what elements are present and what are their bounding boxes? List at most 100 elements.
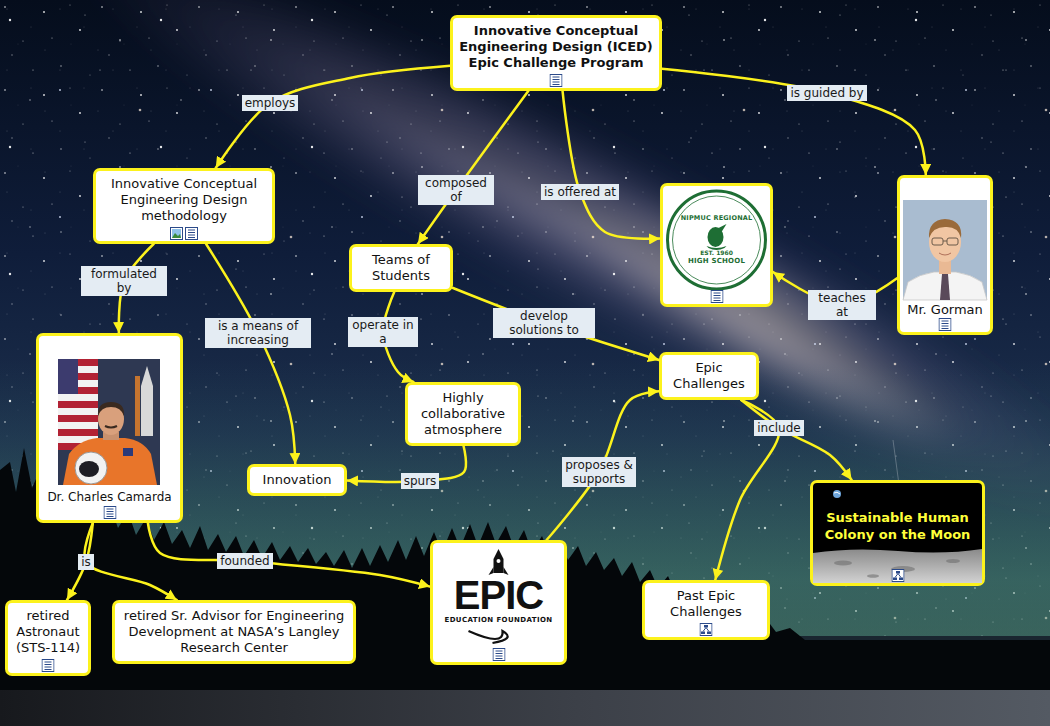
concept-text: retired Astronaut (STS-114) xyxy=(14,608,82,656)
glasses xyxy=(943,241,947,242)
crater xyxy=(946,559,960,563)
resource-icons xyxy=(891,569,904,582)
icon-frame xyxy=(550,75,562,87)
icon-line xyxy=(713,300,720,301)
teacher-photo-box: Mr. Gorman xyxy=(897,175,993,335)
concept-box: retired Astronaut (STS-114) xyxy=(5,600,91,676)
document-icon xyxy=(939,318,952,331)
icon-line xyxy=(713,295,720,296)
flag-stripe xyxy=(58,415,98,422)
linking-phrase: teaches at xyxy=(808,290,876,320)
concept-box: Innovative Conceptual Engineering Design… xyxy=(450,15,662,91)
glasses xyxy=(947,238,958,245)
hair xyxy=(98,402,124,416)
school-logo-box: NIPMUC REGIONAL EST. 1960HIGH SCHOOL xyxy=(660,183,773,307)
icon-line xyxy=(942,326,949,327)
neck xyxy=(939,260,951,274)
icon-link xyxy=(895,574,901,578)
crater xyxy=(867,574,879,578)
icon-frame xyxy=(171,228,183,240)
foundation-logo-box: EPICEDUCATION FOUNDATION xyxy=(430,540,567,665)
logo-text: HIGH SCHOOL xyxy=(663,257,770,266)
image-icon xyxy=(170,227,183,240)
seal-feather xyxy=(719,224,727,232)
face xyxy=(98,403,124,435)
icon-line xyxy=(188,235,195,236)
concept-text: Highly collaborative atmosphere xyxy=(414,390,512,438)
mouth xyxy=(939,253,951,255)
document-icon xyxy=(103,506,116,519)
flight-suit xyxy=(63,438,157,485)
earth-cloud xyxy=(834,492,840,494)
icon-node xyxy=(701,632,705,635)
icon-line xyxy=(553,77,560,78)
concept-box: Epic Challenges xyxy=(659,352,759,400)
connector xyxy=(662,69,926,175)
logo-text: EDUCATION FOUNDATION xyxy=(433,616,564,625)
icon-hill xyxy=(172,233,181,238)
logo-rocket xyxy=(494,549,504,573)
icon-frame xyxy=(42,660,54,672)
icon-line xyxy=(106,516,113,517)
linking-phrase: composed of xyxy=(418,175,494,205)
shuttle-model xyxy=(141,366,153,436)
resource-icons xyxy=(939,318,952,331)
challenge-image-box: Sustainable Human Colony on the Moon xyxy=(810,480,985,586)
icon-line xyxy=(942,328,949,329)
document-icon xyxy=(185,227,198,240)
connector xyxy=(453,288,659,360)
seal-ring xyxy=(668,191,766,289)
linking-phrase: is offered at xyxy=(541,184,619,200)
logo-text: EPIC xyxy=(433,575,564,615)
icon-line xyxy=(106,509,113,510)
concept-text: Teams of Students xyxy=(358,252,444,284)
glasses xyxy=(932,238,943,245)
logo-text: NIPMUC REGIONAL xyxy=(663,214,770,223)
concept-box: Teams of Students xyxy=(349,244,453,292)
photo-backdrop xyxy=(903,200,987,300)
icon-line xyxy=(713,298,720,299)
linking-phrase: employs xyxy=(242,95,299,111)
flag-stripe xyxy=(58,429,98,436)
resource-icons xyxy=(42,659,55,672)
icon-node xyxy=(899,578,903,581)
logo-rocket-fins xyxy=(489,567,509,575)
icon-link xyxy=(703,628,709,632)
icon-line xyxy=(942,323,949,324)
document-icon xyxy=(550,74,563,87)
icon-line xyxy=(188,232,195,233)
photo-backdrop xyxy=(58,359,160,485)
icon-line xyxy=(553,82,560,83)
icon-line xyxy=(106,514,113,515)
concept-box: Innovative Conceptual Engineering Design… xyxy=(93,168,275,244)
icon-frame xyxy=(186,228,198,240)
linking-phrase: include xyxy=(754,420,803,436)
document-icon xyxy=(492,648,505,661)
icon-node xyxy=(704,625,708,628)
linking-phrase: spurs xyxy=(401,473,440,489)
icon-line xyxy=(553,79,560,80)
logo-text: EST. 1960 xyxy=(663,249,770,257)
flag-stripe xyxy=(58,408,98,415)
linking-phrase: formulated by xyxy=(81,266,167,296)
icon-line xyxy=(495,653,502,654)
icon-sky xyxy=(172,229,181,238)
resource-icons xyxy=(700,623,713,636)
connector xyxy=(547,391,659,540)
linking-phrase: is guided by xyxy=(787,85,866,101)
icon-line xyxy=(106,511,113,512)
concept-text: Epic Challenges xyxy=(668,360,750,392)
icon-line xyxy=(495,656,502,657)
earth xyxy=(833,490,841,498)
shuttle-tank xyxy=(135,376,140,436)
shirt xyxy=(903,272,987,300)
caption-text: Mr. Gorman xyxy=(900,302,990,318)
icon-frame xyxy=(892,570,904,582)
connector xyxy=(418,91,528,244)
connector xyxy=(563,91,660,239)
icon-frame xyxy=(493,649,505,661)
icon-line xyxy=(942,321,949,322)
connector-group xyxy=(67,66,926,600)
flag-stripe xyxy=(58,401,98,408)
caption-text: Sustainable Human Colony on the Moon xyxy=(819,509,976,543)
